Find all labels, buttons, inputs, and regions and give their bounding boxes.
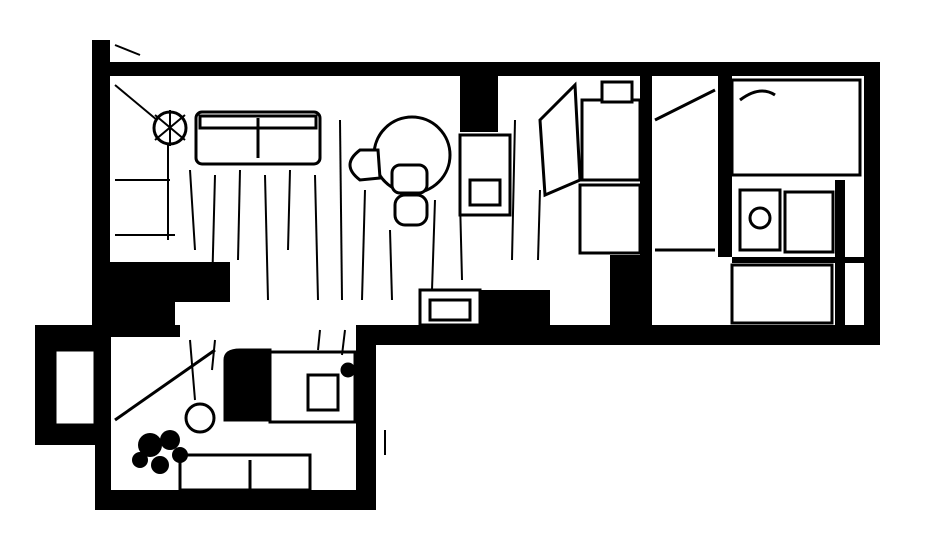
living-floor-pattern (189, 119, 541, 301)
kitchen-counter (458, 80, 642, 255)
wall-bedroom-bottom (95, 490, 375, 510)
living-window (114, 84, 176, 240)
wall-left-top (92, 40, 110, 330)
wall-divider-2 (718, 62, 732, 257)
walls (35, 40, 880, 510)
door-bathroom (715, 263, 733, 325)
wall-block-entry (480, 290, 550, 330)
bathroom-fixtures (730, 78, 862, 325)
bedroom-floor-pattern (189, 329, 386, 455)
window-left (53, 348, 97, 427)
bedroom-plant-icon (132, 430, 188, 474)
openings (53, 263, 733, 427)
wall-bathroom-h (732, 257, 864, 263)
wall-block-hall (610, 255, 650, 330)
wall-bedroom-left (95, 330, 111, 510)
wall-bedroom-right (356, 325, 376, 510)
door-swing (114, 44, 141, 56)
wall-block-living (175, 262, 230, 302)
wall-right (864, 62, 880, 345)
wall-bedroom-top (110, 325, 180, 337)
wardrobe (654, 88, 716, 252)
entry-bench (418, 288, 482, 327)
sofa (194, 110, 322, 166)
wall-block-left (110, 262, 175, 327)
wall-block-kitchen (460, 62, 498, 132)
plant-icon (152, 110, 188, 146)
bedroom-furniture (114, 348, 357, 492)
wall-divider-3 (835, 180, 845, 330)
dining-table (348, 115, 452, 227)
